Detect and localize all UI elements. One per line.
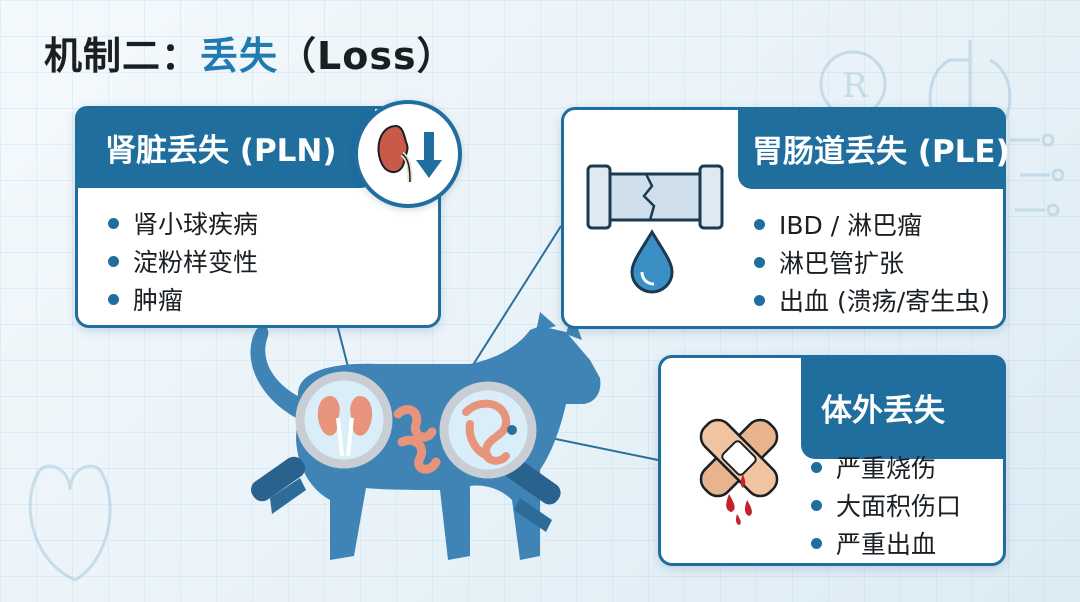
list-item: 淀粉样变性	[108, 242, 258, 280]
leaking-pipe-icon	[582, 160, 732, 300]
list-item: 淋巴管扩张	[754, 243, 990, 281]
bullet-dot	[811, 500, 822, 511]
kidney-icon	[378, 126, 410, 182]
list-item: IBD / 淋巴瘤	[754, 205, 990, 243]
list-item: 严重烧伤	[811, 448, 961, 486]
bullet-dot	[811, 538, 822, 549]
list-item: 肿瘤	[108, 280, 258, 318]
list-item-label: IBD / 淋巴瘤	[779, 206, 922, 242]
list-item-label: 肾小球疾病	[133, 205, 258, 241]
bullet-dot	[108, 294, 119, 305]
external-loss-list: 严重烧伤 大面积伤口 严重出血	[811, 448, 961, 562]
list-item-label: 淀粉样变性	[133, 243, 258, 279]
gi-loss-heading: 胃肠道丢失 (PLE)	[738, 107, 1006, 189]
bandage-icon	[689, 408, 789, 528]
external-loss-card: 体外丢失 严重烧伤 大面积伤口 严重出血	[658, 355, 1006, 566]
bullet-dot	[108, 256, 119, 267]
bullet-dot	[754, 295, 765, 306]
list-item: 肾小球疾病	[108, 204, 258, 242]
kidney-badge	[354, 100, 462, 208]
external-loss-heading: 体外丢失	[801, 355, 1006, 459]
list-item: 严重出血	[811, 524, 961, 562]
kidney-loss-list: 肾小球疾病 淀粉样变性 肿瘤	[108, 204, 258, 318]
bullet-dot	[754, 257, 765, 268]
bullet-dot	[754, 219, 765, 230]
gi-loss-list: IBD / 淋巴瘤 淋巴管扩张 出血 (溃疡/寄生虫)	[754, 205, 990, 319]
list-item-label: 严重出血	[836, 525, 936, 561]
list-item-label: 肿瘤	[133, 281, 183, 317]
list-item: 大面积伤口	[811, 486, 961, 524]
list-item-label: 淋巴管扩张	[779, 244, 904, 280]
arrow-down-icon	[416, 132, 442, 178]
bullet-dot	[108, 218, 119, 229]
kidney-loss-heading: 肾脏丢失 (PLN)	[75, 106, 375, 188]
gi-loss-card: 胃肠道丢失 (PLE) IBD / 淋巴瘤 淋巴管扩张 出血 (溃疡/寄生虫)	[561, 107, 1006, 329]
list-item-label: 严重烧伤	[836, 449, 936, 485]
list-item-label: 出血 (溃疡/寄生虫)	[779, 282, 990, 318]
list-item: 出血 (溃疡/寄生虫)	[754, 281, 990, 319]
bullet-dot	[811, 462, 822, 473]
list-item-label: 大面积伤口	[836, 487, 961, 523]
